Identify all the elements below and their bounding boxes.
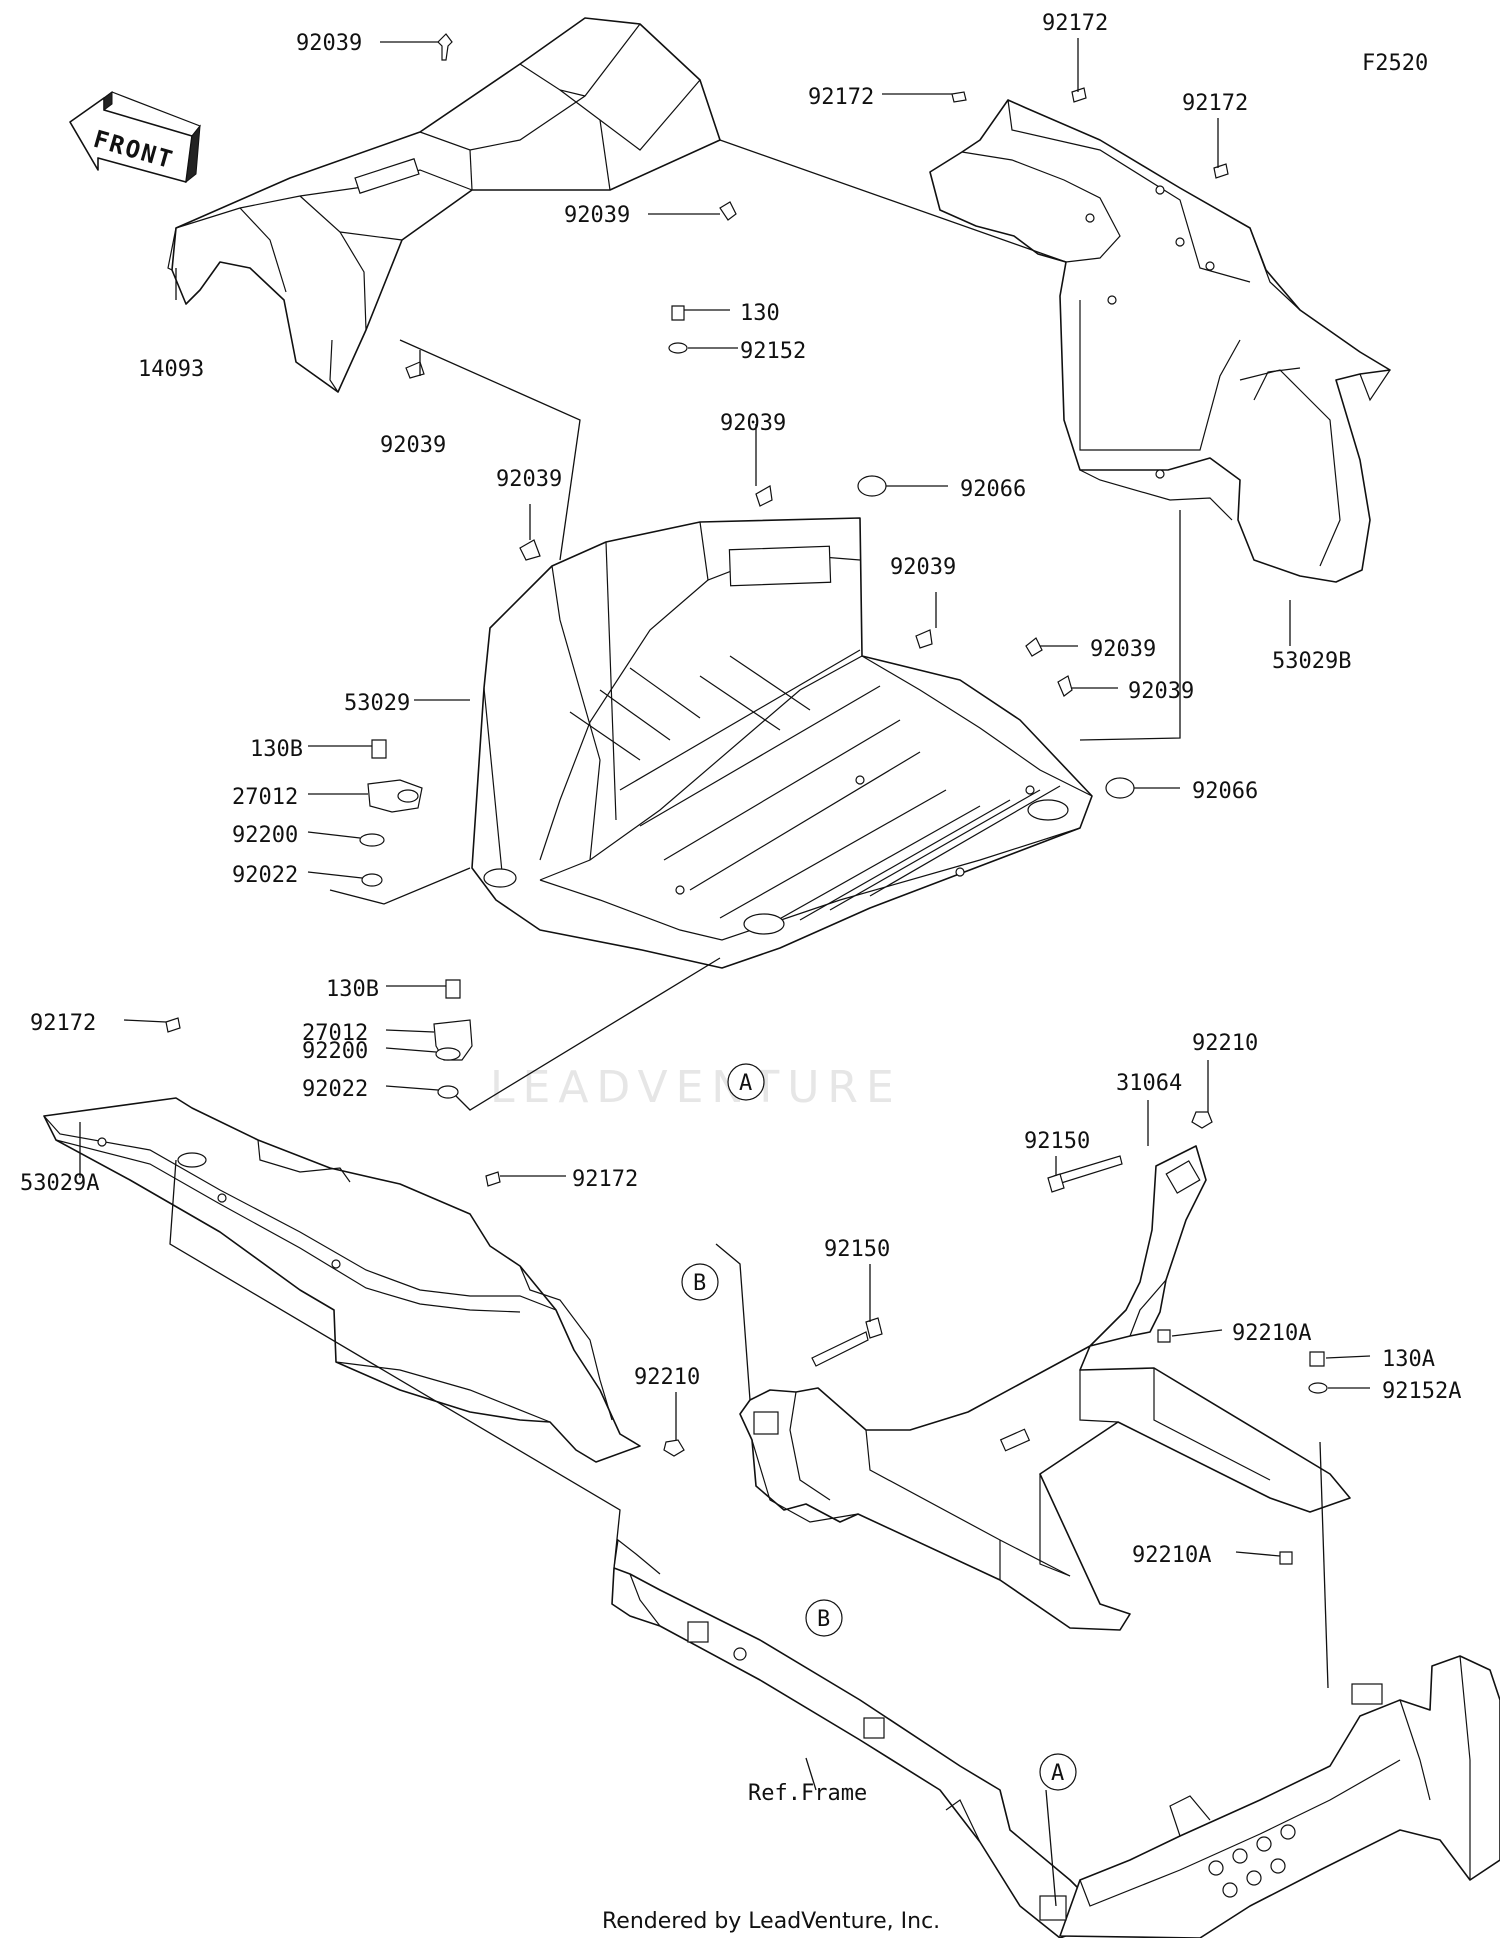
- callout-c22: 92066: [1192, 779, 1258, 804]
- callout-c1: 92039: [296, 31, 362, 56]
- hardware: [165, 33, 1328, 1565]
- callout-c39: Ref.Frame: [748, 1781, 867, 1806]
- callout-c33: 92150: [824, 1237, 890, 1262]
- callout-c29: 31064: [1116, 1071, 1182, 1096]
- right-panel-53029B: [929, 99, 1391, 583]
- callout-c38: 92210A: [1132, 1543, 1211, 1568]
- callout-c5: 92172: [1042, 11, 1108, 36]
- callout-c32: 92172: [572, 1167, 638, 1192]
- left-panel-53029A: [43, 1097, 641, 1463]
- callout-c10: 92039: [720, 411, 786, 436]
- callout-c36: 92152A: [1382, 1379, 1461, 1404]
- callout-c16: 53029B: [1272, 649, 1351, 674]
- callout-c6: 92172: [808, 85, 874, 110]
- footer-credit: Rendered by LeadVenture, Inc.: [602, 1909, 940, 1934]
- callout-c31: 53029A: [20, 1171, 99, 1196]
- callout-c17: 53029: [344, 691, 410, 716]
- callout-c28: 92210: [1192, 1031, 1258, 1056]
- cargo-bed-53029: [471, 517, 1093, 969]
- callout-c15: 92039: [1128, 679, 1194, 704]
- callout-c7: 92172: [1182, 91, 1248, 116]
- marker-m1: A: [739, 1071, 752, 1096]
- rear-cover-14093: [167, 17, 721, 393]
- callout-c37: 92210: [634, 1365, 700, 1390]
- callout-c11: 92066: [960, 477, 1026, 502]
- callout-c13: 92039: [890, 555, 956, 580]
- marker-m2: B: [693, 1271, 706, 1296]
- callout-c34: 92210A: [1232, 1321, 1311, 1346]
- callout-c8: 130: [740, 301, 780, 326]
- callout-c35: 130A: [1382, 1347, 1435, 1372]
- callout-c3: 14093: [138, 357, 204, 382]
- marker-m3: B: [817, 1607, 830, 1632]
- callout-c9: 92152: [740, 339, 806, 364]
- callout-c18: 130B: [250, 737, 303, 762]
- callout-c20: 92200: [232, 823, 298, 848]
- circle-markers: A B B A: [681, 1063, 1077, 1791]
- main-frame: [611, 1538, 1500, 1938]
- callout-c19: 27012: [232, 785, 298, 810]
- callout-labels: 92039 92039 14093 92039 92172 92172 9217…: [20, 11, 1461, 1806]
- callout-c26: 92200: [302, 1039, 368, 1064]
- callout-c23: 130B: [326, 977, 379, 1002]
- leader-lines: [79, 38, 1371, 1907]
- sub-frame-31064: [739, 1145, 1351, 1631]
- callout-c21: 92022: [232, 863, 298, 888]
- marker-m4: A: [1051, 1761, 1064, 1786]
- front-arrow-icon: FRONT: [69, 91, 201, 184]
- callout-c14: 92039: [1090, 637, 1156, 662]
- callout-c2: 92039: [564, 203, 630, 228]
- callout-c25: 92172: [30, 1011, 96, 1036]
- callout-c12: 92039: [496, 467, 562, 492]
- figure-code: F2520: [1362, 51, 1428, 76]
- callout-c27: 92022: [302, 1077, 368, 1102]
- callout-c4: 92039: [380, 433, 446, 458]
- callout-c30: 92150: [1024, 1129, 1090, 1154]
- watermark: LEADVENTURE: [490, 1062, 902, 1113]
- callout-c24: 27012: [302, 1021, 368, 1046]
